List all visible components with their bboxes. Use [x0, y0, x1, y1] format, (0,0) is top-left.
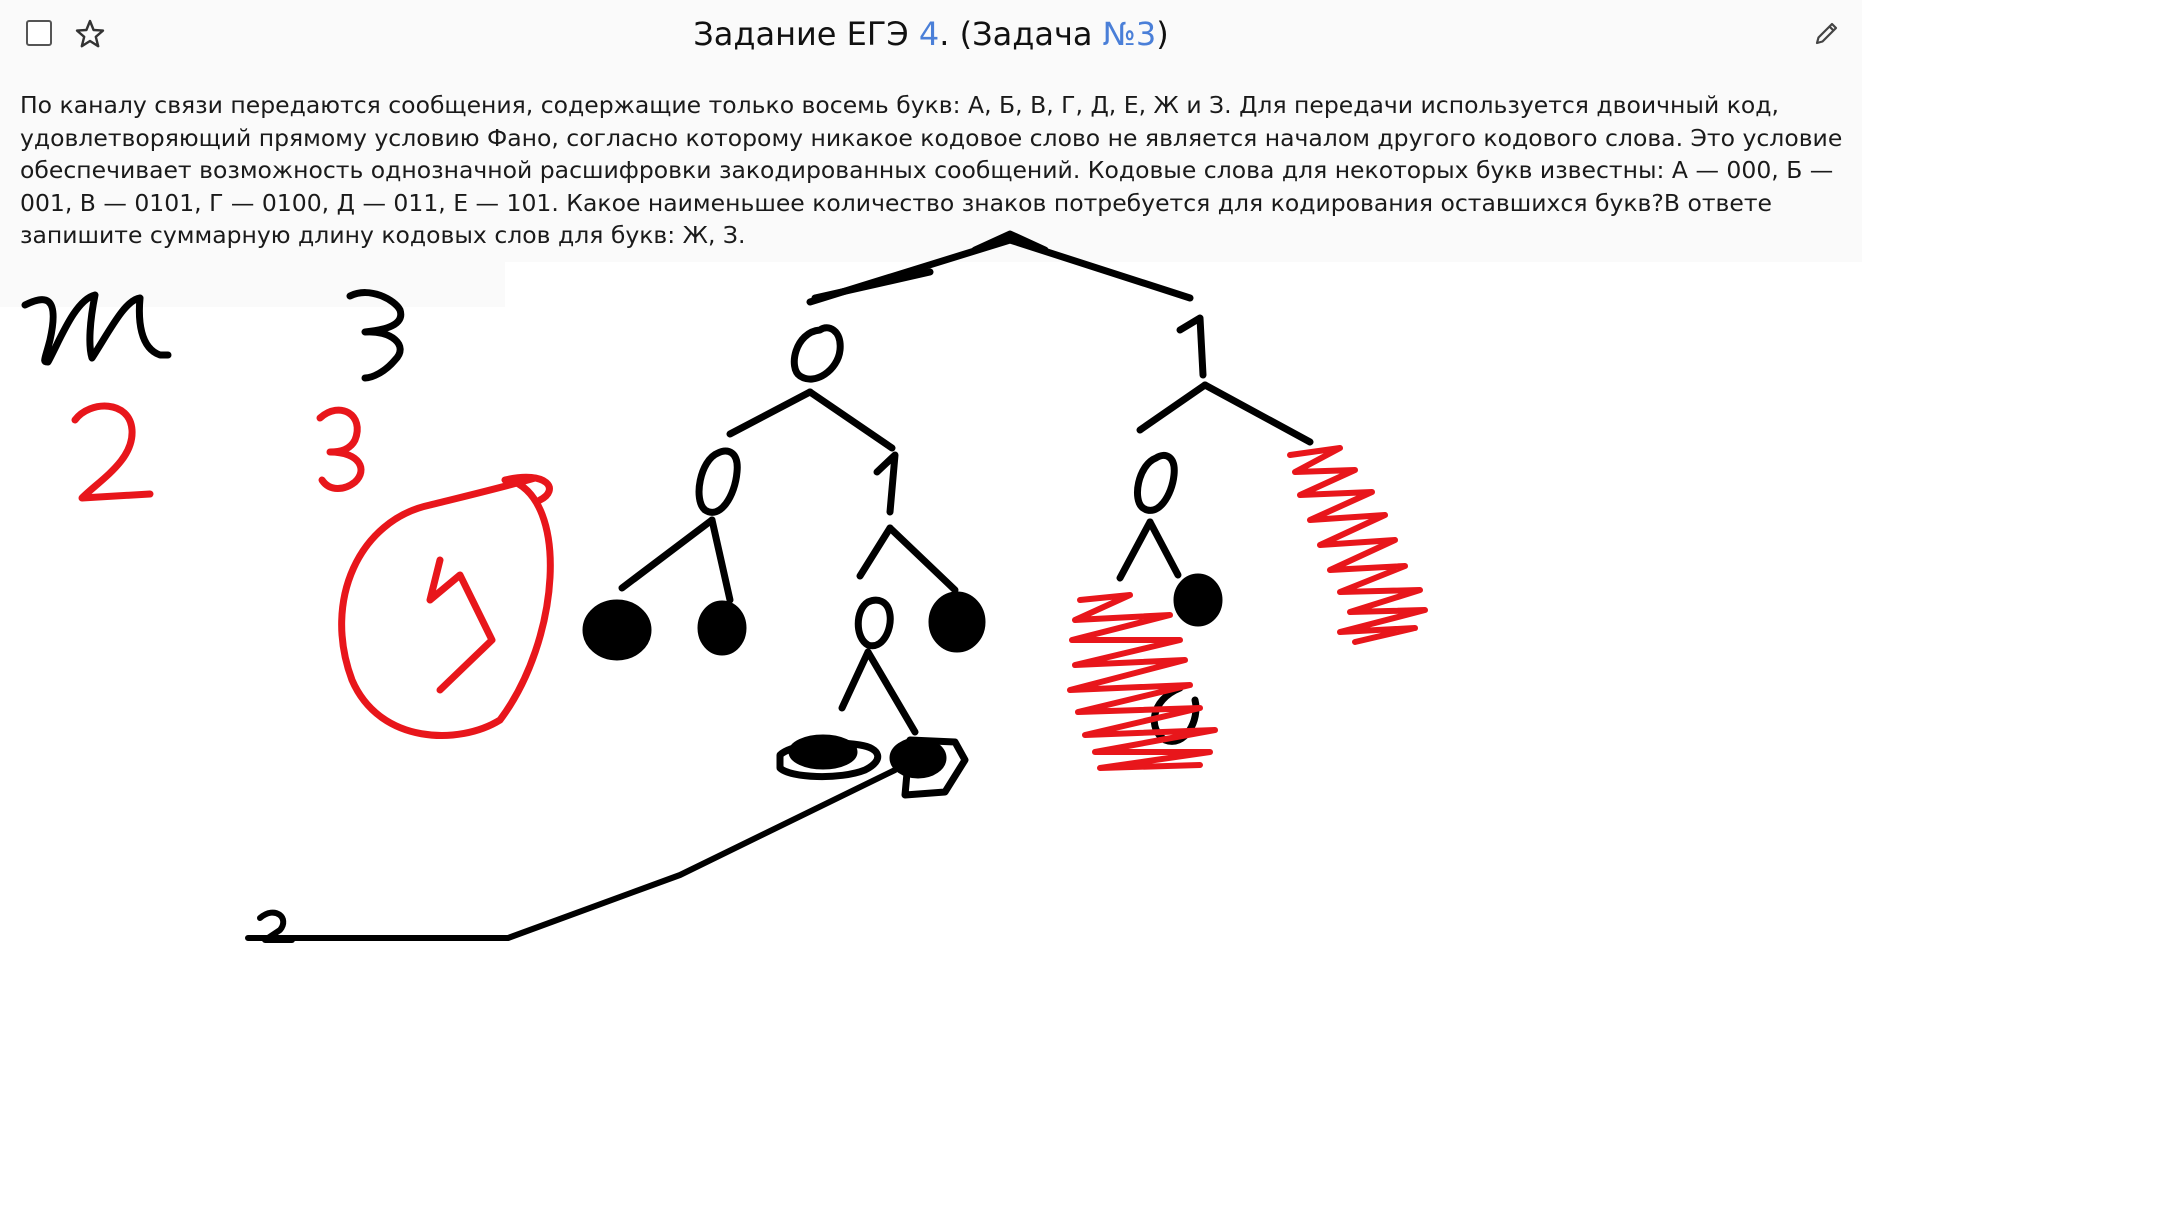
filled-leaf-nodes — [582, 573, 1223, 779]
title-middle: . (Задача — [939, 15, 1103, 53]
page-title: Задание ЕГЭ 4. (Задача №3) — [0, 12, 1862, 56]
pencil-icon[interactable] — [1813, 19, 1841, 47]
task-card — [0, 0, 1862, 262]
problem-number-link[interactable]: №3 — [1102, 15, 1157, 53]
title-prefix: Задание ЕГЭ — [693, 15, 919, 53]
star-icon[interactable] — [74, 18, 106, 50]
title-suffix: ) — [1156, 15, 1169, 53]
code-tree-drawing — [618, 230, 1314, 799]
red-annotations — [71, 402, 554, 739]
handwritten-letters — [21, 289, 405, 382]
task-statement: По каналу связи передаются сообщения, со… — [20, 91, 1843, 249]
task-number-link[interactable]: 4 — [918, 15, 940, 53]
mark-done-checkbox[interactable] — [26, 20, 52, 46]
annotation-arrow — [245, 767, 898, 943]
red-scribbles — [1067, 445, 1428, 771]
